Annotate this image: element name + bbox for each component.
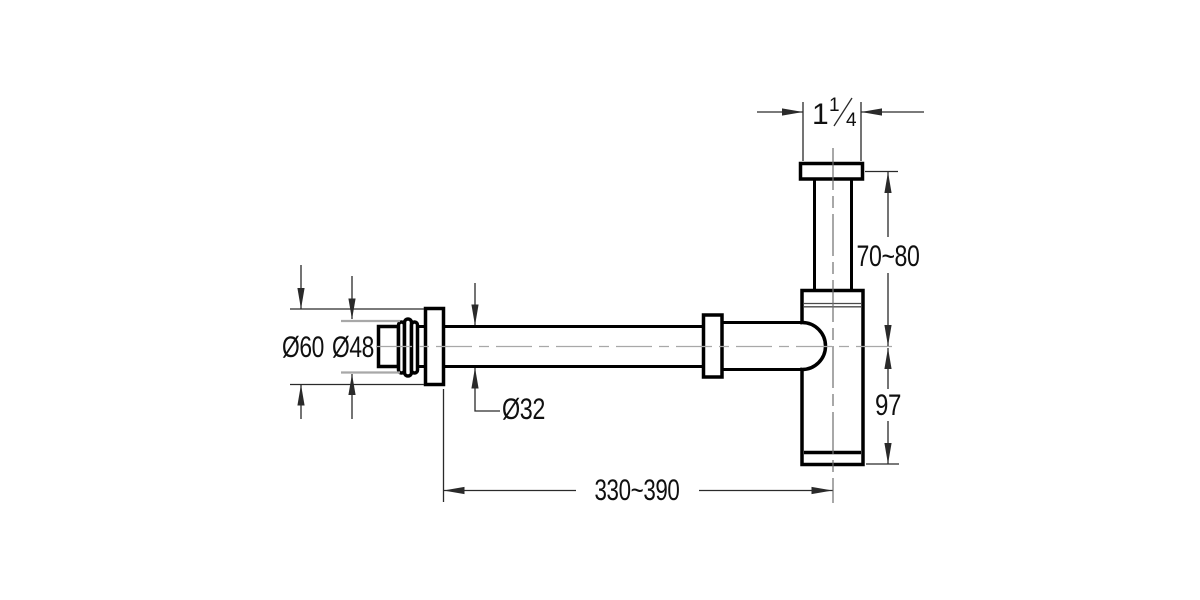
dimensions: 1 1 4 70~80 97 — [282, 95, 924, 507]
thread-ring-right — [409, 320, 420, 375]
arrowhead-up — [348, 374, 356, 395]
outlet-diameter-label: Ø32 — [502, 393, 545, 426]
arrowhead-right — [782, 108, 803, 116]
arrowhead-down — [297, 288, 305, 309]
dim-inlet-pipe-height: 70~80 — [857, 170, 920, 346]
inlet-pipe — [798, 161, 865, 290]
dim-connector-diameter: Ø48 — [332, 276, 400, 419]
dim-flange-diameter: Ø60 — [282, 265, 424, 419]
thread-rings — [396, 317, 420, 378]
dim-body-height: 97 — [866, 348, 902, 465]
arrowhead-right — [811, 486, 833, 495]
centerlines — [376, 148, 897, 503]
inlet-size-denominator-label: 4 — [846, 110, 857, 131]
arrowhead-down — [348, 298, 356, 320]
trap-body — [798, 288, 865, 467]
dim-outlet-pipe-diameter: Ø32 — [471, 283, 546, 426]
arrowhead-down — [884, 443, 892, 464]
inlet-size-fraction-slash — [833, 97, 853, 127]
arrowhead-up — [884, 172, 892, 193]
outlet-pipe — [413, 325, 704, 368]
dim-inlet-thread-size: 1 1 4 — [757, 95, 924, 161]
body-height-label: 97 — [875, 389, 901, 422]
inlet-size-whole-label: 1 — [812, 98, 828, 131]
connector-diameter-label: Ø48 — [332, 331, 374, 364]
outlet-length-label: 330~390 — [595, 474, 680, 507]
outer-tube — [722, 321, 803, 371]
inlet-height-label: 70~80 — [857, 240, 920, 273]
trap-object — [376, 161, 865, 467]
dim-outlet-pipe-length: 330~390 — [442, 389, 833, 507]
inlet-top-cap — [798, 161, 865, 181]
arrowhead-left — [443, 486, 465, 495]
arrowhead-left — [861, 108, 882, 116]
flange-diameter-label: Ø60 — [282, 331, 324, 364]
arrowhead-up — [884, 348, 892, 369]
inlet-size-numerator-label: 1 — [829, 95, 840, 116]
leader-line — [474, 368, 500, 412]
arrowhead-down — [884, 325, 892, 346]
arrowhead-down — [471, 304, 479, 326]
arrowhead-up — [471, 367, 479, 389]
arrowhead-up — [297, 384, 305, 406]
